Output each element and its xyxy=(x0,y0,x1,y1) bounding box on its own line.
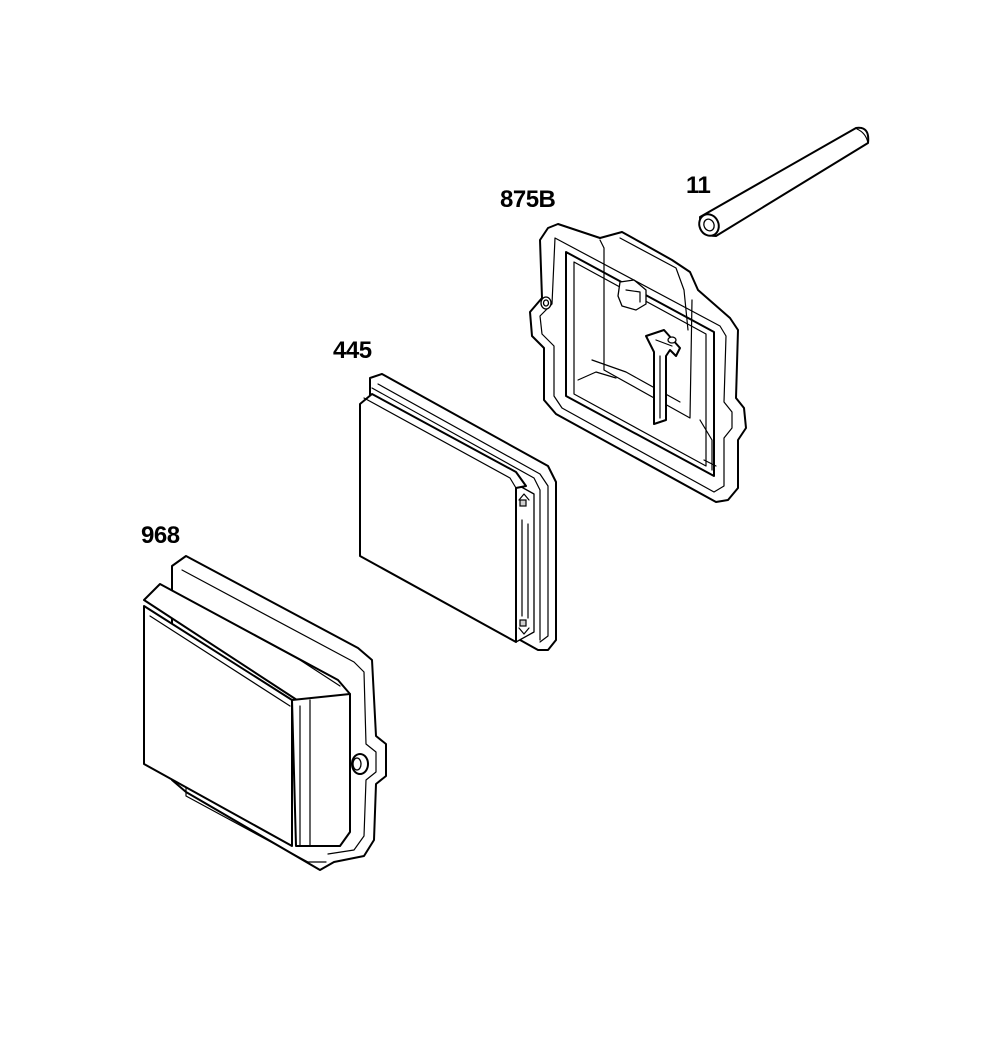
air-cleaner-base-icon[interactable] xyxy=(529,223,747,503)
part-label-875b: 875B xyxy=(500,186,556,213)
part-label-11: 11 xyxy=(686,172,711,199)
part-label-968: 968 xyxy=(141,522,180,549)
air-filter-icon[interactable] xyxy=(359,373,557,651)
air-cleaner-cover-icon[interactable] xyxy=(143,555,387,871)
part-label-445: 445 xyxy=(333,337,372,364)
tube-icon[interactable] xyxy=(696,126,870,239)
